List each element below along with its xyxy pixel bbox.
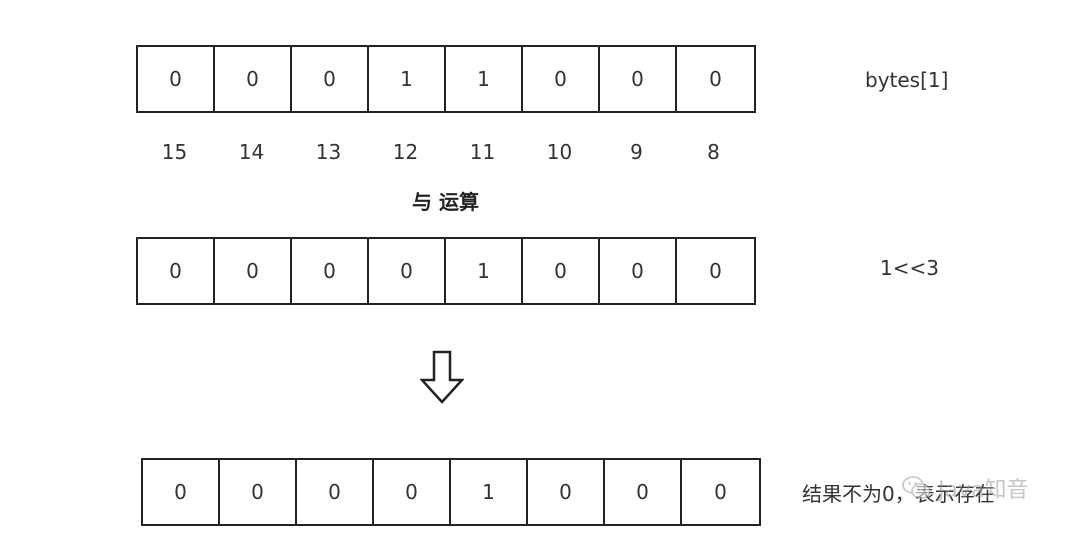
bit-cell-11: 1 bbox=[446, 47, 523, 111]
bit-index: 15 bbox=[161, 140, 188, 164]
mask-cell: 0 bbox=[369, 239, 446, 303]
bit-cell-10: 0 bbox=[523, 47, 600, 111]
result-cell: 0 bbox=[297, 460, 374, 524]
bit-cell-8: 0 bbox=[709, 67, 722, 91]
bit-cell-15: 0 bbox=[138, 47, 215, 111]
bit-cell-9: 0 bbox=[600, 47, 677, 111]
bit-index: 14 bbox=[238, 140, 265, 164]
result-cell: 0 bbox=[220, 460, 297, 524]
bit-index: 12 bbox=[392, 140, 419, 164]
bytes-row: 0 0 0 1 1 0 0 0 bbox=[136, 45, 756, 113]
bit-index: 10 bbox=[546, 140, 573, 164]
mask-cell: 0 bbox=[523, 239, 600, 303]
watermark: Java知音 bbox=[902, 472, 1028, 504]
result-cell: 0 bbox=[143, 460, 220, 524]
watermark-text: Java知音 bbox=[938, 478, 1029, 503]
mask-cell: 0 bbox=[292, 239, 369, 303]
mask-row: 0 0 0 0 1 0 0 0 bbox=[136, 237, 756, 305]
mask-cell: 0 bbox=[138, 239, 215, 303]
down-arrow-icon bbox=[420, 350, 464, 404]
mask-label: 1<<3 bbox=[880, 256, 939, 280]
bit-cell-12: 1 bbox=[369, 47, 446, 111]
bit-index-row: 15 14 13 12 11 10 9 8 bbox=[136, 140, 756, 164]
bit-index: 9 bbox=[630, 140, 643, 164]
result-row: 0 0 0 0 1 0 0 0 bbox=[141, 458, 761, 526]
mask-cell: 0 bbox=[709, 259, 722, 283]
result-cell: 1 bbox=[451, 460, 528, 524]
result-cell: 0 bbox=[374, 460, 451, 524]
result-cell: 0 bbox=[528, 460, 605, 524]
bit-index: 13 bbox=[315, 140, 342, 164]
mask-cell: 0 bbox=[600, 239, 677, 303]
bytes-label: bytes[1] bbox=[865, 68, 949, 92]
bit-cell-14: 0 bbox=[215, 47, 292, 111]
wechat-icon bbox=[902, 476, 931, 499]
result-cell: 0 bbox=[714, 480, 727, 504]
result-label: 结果不为0，表示存在 bbox=[802, 482, 995, 506]
mask-cell: 0 bbox=[215, 239, 292, 303]
bit-index: 8 bbox=[707, 140, 720, 164]
bit-index: 11 bbox=[469, 140, 496, 164]
mask-cell: 1 bbox=[446, 239, 523, 303]
result-cell: 0 bbox=[605, 460, 682, 524]
operation-label: 与 运算 bbox=[412, 190, 479, 214]
bit-cell-13: 0 bbox=[292, 47, 369, 111]
